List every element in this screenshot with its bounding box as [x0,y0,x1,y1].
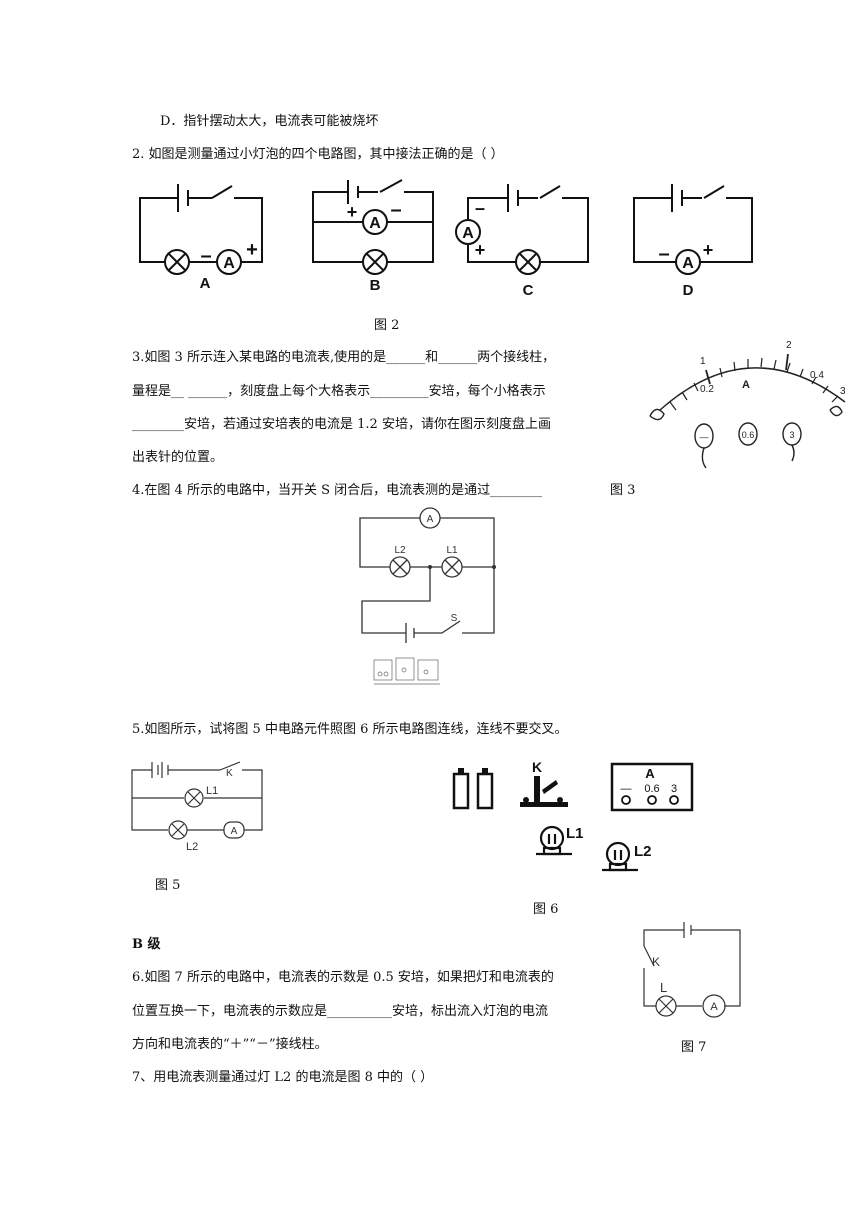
svg-text:+: + [475,240,486,260]
terminal-neg: — [700,432,709,442]
tick-2: 2 [786,340,792,351]
fig6-terminal-3: 3 [671,783,677,795]
q6-line2: 位置互换一下，电流表的示数应是__________安培，标出流入灯泡的电流 [132,1004,549,1019]
fig6-caption: 图 6 [533,902,559,917]
section-b-heading: B 级 [132,937,161,952]
svg-text:+: + [703,240,714,260]
fig5-l1: L1 [206,785,218,797]
fig6-terminal-0-6: 0.6 [644,783,659,795]
fig5-switch: K [226,768,233,779]
figure-2: A – + A + – A – + A – + A B C D [139,179,753,299]
fig7-caption: 图 7 [681,1040,707,1055]
q1-option-d: D．指针摆动太大，电流表可能被烧坏 [160,114,379,129]
fig7-switch: K [652,955,660,969]
svg-text:+: + [246,239,258,261]
fig5-ammeter: A [231,826,238,837]
tick-0-2: 0.2 [700,384,714,395]
tick-3: 3 [840,386,846,397]
fig4-l2: L2 [394,545,406,556]
svg-text:–: – [658,243,669,265]
terminal-0-6: 0.6 [742,430,755,440]
fig6-switch: K [532,759,542,775]
tick-0-4: 0.4 [810,370,824,381]
q6-line3: 方向和电流表的“＋”“－”接线柱。 [132,1037,328,1052]
label-d: D [683,282,694,299]
fig4-switch: S [451,613,458,624]
svg-text:–: – [475,198,485,218]
fig6-l2: L2 [634,843,652,860]
q3-line3: ________安培，若通过安培表的电流是 1.2 安培，请你在图示刻度盘上画 [132,417,551,432]
meter-unit: A [742,379,750,391]
q3-line1: 3.如图 3 所示连入某电路的电流表,使用的是______和______两个接线… [132,350,556,365]
fig2-caption: 图 2 [374,318,400,333]
fig5-caption: 图 5 [155,878,181,893]
q3-line2: 量程是__ ______，刻度盘上每个大格表示_________安培，每个小格表… [132,384,546,399]
svg-text:A: A [462,225,474,242]
fig6-terminal-neg: — [621,783,632,795]
thumbnail-circuits-icon [373,657,440,685]
fig7-lamp: L [660,980,667,995]
fig6-meter-label: A [645,766,655,781]
figure-5-circuit: K L1 L2 A [131,761,263,853]
svg-text:–: – [390,199,401,221]
fig3-caption: 图 3 [610,483,636,498]
svg-text:A: A [682,255,694,272]
q7-question: 7、用电流表测量通过灯 L2 的电流是图 8 中的（ ） [132,1070,434,1085]
fig4-l1: L1 [446,545,458,556]
q2-question: 2. 如图是测量通过小灯泡的四个电路图，其中接法正确的是（ ） [132,147,504,162]
figure-6-components: K A — 0.6 3 L1 L2 [452,759,694,872]
q5-question: 5.如图所示，试将图 5 中电路元件照图 6 所示电路图连线，连线不要交叉。 [132,722,568,737]
q6-line1: 6.如图 7 所示的电路中，电流表的示数是 0.5 安培，如果把灯和电流表的 [132,970,554,985]
svg-text:A: A [369,215,381,232]
tick-1: 1 [700,356,706,367]
figure-4-circuit: A L2 L1 S [359,507,496,643]
terminal-3: 3 [789,430,794,440]
q4-question: 4.在图 4 所示的电路中，当开关 S 闭合后，电流表测的是通过________ [132,483,543,498]
q3-line4: 出表针的位置。 [132,450,224,465]
figure-7-circuit: K L A [643,922,741,1018]
fig6-l1: L1 [566,825,584,842]
label-c: C [523,282,534,299]
fig5-l2: L2 [186,841,198,853]
svg-text:–: – [200,245,211,267]
fig7-ammeter: A [710,1001,718,1013]
label-b: B [370,277,381,294]
figure-3-ammeter-scale: 1 2 3 0.2 0.4 A — 0.6 3 [649,340,846,469]
svg-text:A: A [223,255,235,272]
fig4-ammeter: A [427,514,434,525]
label-a: A [200,275,211,292]
svg-text:+: + [347,202,358,222]
